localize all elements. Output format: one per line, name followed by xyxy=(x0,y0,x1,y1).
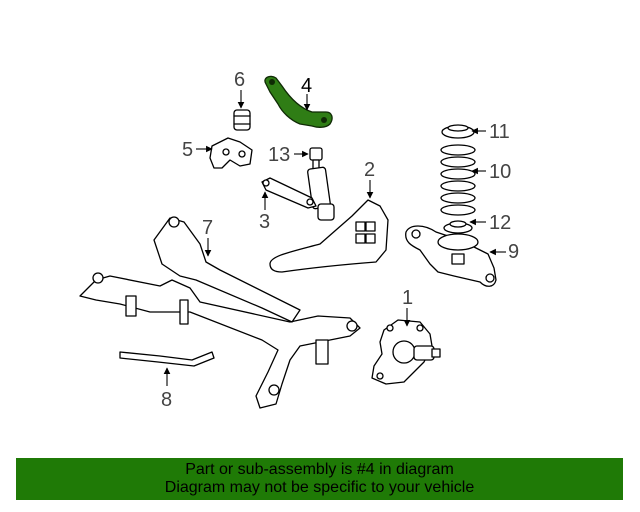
callout-5: 5 xyxy=(182,139,213,161)
svg-text:1: 1 xyxy=(402,287,413,309)
callout-1: 1 xyxy=(402,287,413,327)
svg-text:7: 7 xyxy=(202,217,213,239)
svg-text:10: 10 xyxy=(489,161,511,183)
info-banner: Part or sub-assembly is #4 in diagram Di… xyxy=(16,458,623,500)
part-4-control-arm[interactable] xyxy=(264,75,333,128)
svg-text:3: 3 xyxy=(259,211,270,233)
svg-text:8: 8 xyxy=(161,389,172,411)
part-2-trailing-arm[interactable] xyxy=(269,199,389,273)
part-5-bracket[interactable] xyxy=(209,137,253,169)
part-12-lower-spring-seat[interactable] xyxy=(443,220,473,234)
part-8-bar[interactable] xyxy=(119,351,215,367)
callout-12: 12 xyxy=(469,212,511,234)
callout-8: 8 xyxy=(161,367,172,411)
callout-7: 7 xyxy=(202,217,213,257)
svg-text:4: 4 xyxy=(301,75,312,97)
banner-line-part: Part or sub-assembly is #4 in diagram xyxy=(185,461,454,478)
svg-text:5: 5 xyxy=(182,139,193,161)
part-9-lower-arm[interactable] xyxy=(405,225,497,287)
part-7-subframe[interactable] xyxy=(79,216,361,409)
part-11-spring-seat[interactable] xyxy=(441,124,475,139)
svg-text:12: 12 xyxy=(489,212,511,234)
callout-9: 9 xyxy=(489,241,519,263)
callout-4-selected: 4 xyxy=(301,75,312,111)
banner-line-disclaimer: Diagram may not be specific to your vehi… xyxy=(164,479,475,496)
svg-text:6: 6 xyxy=(234,69,245,91)
callout-11: 11 xyxy=(471,121,510,143)
part-13-shock-absorber[interactable] xyxy=(307,147,335,221)
callout-2: 2 xyxy=(364,159,375,199)
callout-13: 13 xyxy=(268,144,309,166)
svg-text:9: 9 xyxy=(508,241,519,263)
svg-text:11: 11 xyxy=(489,121,510,143)
svg-text:2: 2 xyxy=(364,159,375,181)
part-3-lateral-link[interactable] xyxy=(261,177,317,209)
part-1-hub-carrier[interactable] xyxy=(371,319,441,385)
callout-6: 6 xyxy=(234,69,245,109)
callout-3: 3 xyxy=(259,191,270,233)
callout-10: 10 xyxy=(471,161,511,183)
part-6-bushing[interactable] xyxy=(233,109,251,131)
part-10-coil-spring[interactable] xyxy=(440,144,476,216)
svg-text:13: 13 xyxy=(268,144,290,166)
